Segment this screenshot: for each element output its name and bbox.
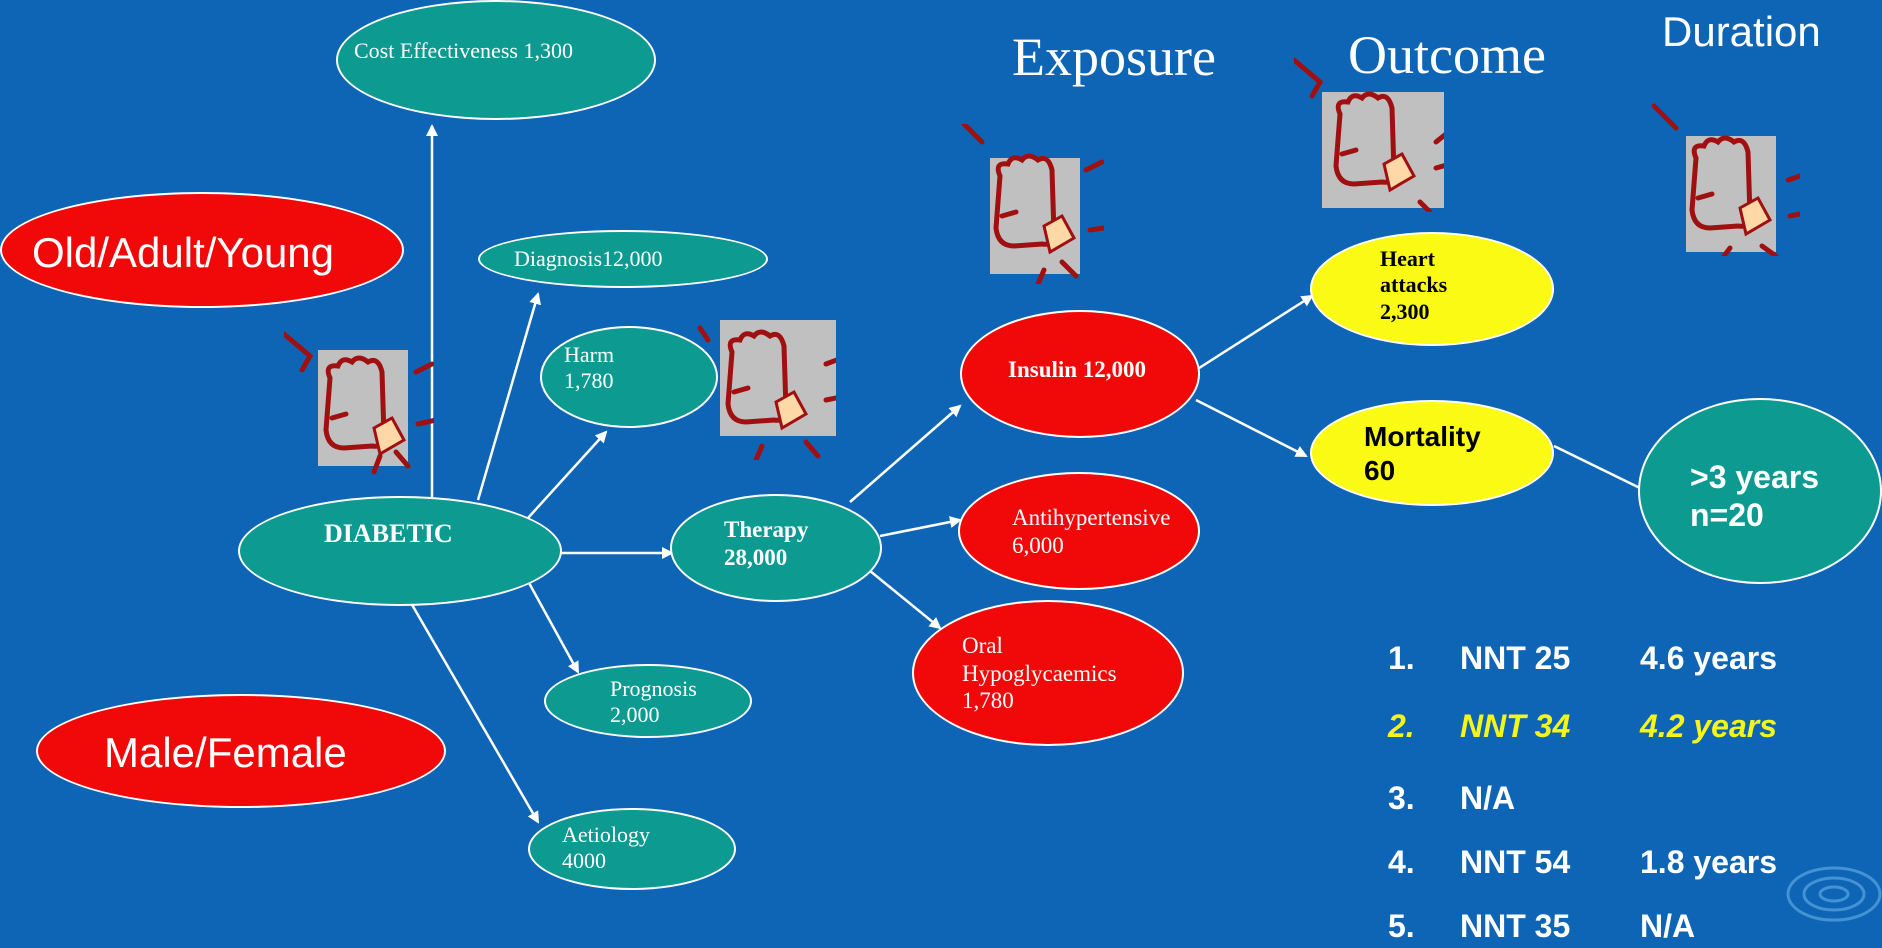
- antihypertensive-label: Antihypertensive 6,000: [1012, 505, 1171, 558]
- arrow-diabetic-harm: [527, 430, 608, 519]
- pointing-hand-icon: [961, 124, 1104, 284]
- duration-label: >3 years n=20: [1690, 459, 1820, 534]
- oral-hypoglycaemics-label: Oral Hypoglycaemics 1,780: [962, 633, 1117, 714]
- pointing-hand-icon: [697, 320, 836, 460]
- therapy-label: Therapy 28,000: [724, 517, 809, 570]
- heart-attacks-label: Heart attacks 2,300: [1380, 246, 1448, 324]
- aetiology-node: [528, 808, 736, 890]
- pointing-hand-icon: [1651, 103, 1800, 256]
- arrow-insulin-mortality: [1195, 398, 1308, 458]
- diabetic-node: [238, 496, 562, 606]
- result-num: 2.: [1388, 708, 1415, 744]
- insulin-node: [960, 310, 1200, 438]
- mortality-label: Mortality 60: [1364, 421, 1481, 486]
- duration-node: [1638, 398, 1882, 584]
- harm-node: [540, 326, 718, 428]
- result-years: N/A: [1640, 908, 1696, 944]
- cost-effectiveness-label: Cost Effectiveness 1,300: [354, 38, 573, 63]
- sex-group-label: Male/Female: [104, 729, 347, 776]
- insulin-label: Insulin 12,000: [1008, 357, 1147, 382]
- arrow-therapy-antihypertensive: [879, 516, 962, 538]
- heading-duration: Duration: [1662, 8, 1821, 55]
- result-num: 3.: [1388, 780, 1415, 816]
- heart-attacks-node: [1310, 232, 1554, 346]
- age-group-node: [0, 192, 404, 308]
- ripple-logo-icon: [1786, 866, 1882, 922]
- prognosis-node: [544, 664, 752, 738]
- result-nnt: NNT 54: [1460, 844, 1571, 880]
- result-years: 4.6 years: [1640, 640, 1778, 676]
- result-years: 4.2 years: [1640, 708, 1778, 744]
- aetiology-label: Aetiology 4000: [562, 822, 650, 874]
- diabetic-label: DIABETIC: [324, 519, 453, 548]
- therapy-node: [670, 494, 882, 602]
- pointing-hand-icon: [1294, 57, 1444, 212]
- arrow-therapy-oral: [863, 565, 942, 630]
- diagnosis-label: Diagnosis12,000: [514, 246, 663, 271]
- heading-exposure: Exposure: [1012, 27, 1216, 87]
- result-years: 1.8 years: [1640, 844, 1778, 880]
- heading-outcome: Outcome: [1348, 25, 1546, 85]
- result-num: 4.: [1388, 844, 1415, 880]
- arrow-diabetic-aetiology: [398, 583, 540, 824]
- antihypertensive-node: [958, 472, 1200, 590]
- diagnosis-node: [478, 230, 768, 288]
- harm-label: Harm 1,780: [564, 342, 615, 394]
- result-nnt: NNT 34: [1460, 708, 1571, 744]
- result-num: 5.: [1388, 908, 1415, 944]
- sex-group-node: [36, 694, 446, 808]
- age-group-label: Old/Adult/Young: [32, 229, 335, 276]
- arrow-therapy-insulin: [849, 404, 962, 503]
- arrow-insulin-heart: [1195, 294, 1314, 372]
- mortality-node: [1310, 400, 1554, 506]
- arrow-diabetic-diagnosis: [476, 292, 541, 501]
- pointing-hand-icon: [284, 331, 434, 475]
- result-nnt: N/A: [1460, 780, 1516, 816]
- oral-hypoglycaemics-node: [912, 600, 1184, 746]
- result-num: 1.: [1388, 640, 1415, 676]
- result-nnt: NNT 35: [1460, 908, 1571, 944]
- result-nnt: NNT 25: [1460, 640, 1571, 676]
- cost-effectiveness-node: [336, 0, 656, 120]
- line-mortality-duration: [1553, 444, 1645, 492]
- prognosis-label: Prognosis 2,000: [610, 676, 697, 728]
